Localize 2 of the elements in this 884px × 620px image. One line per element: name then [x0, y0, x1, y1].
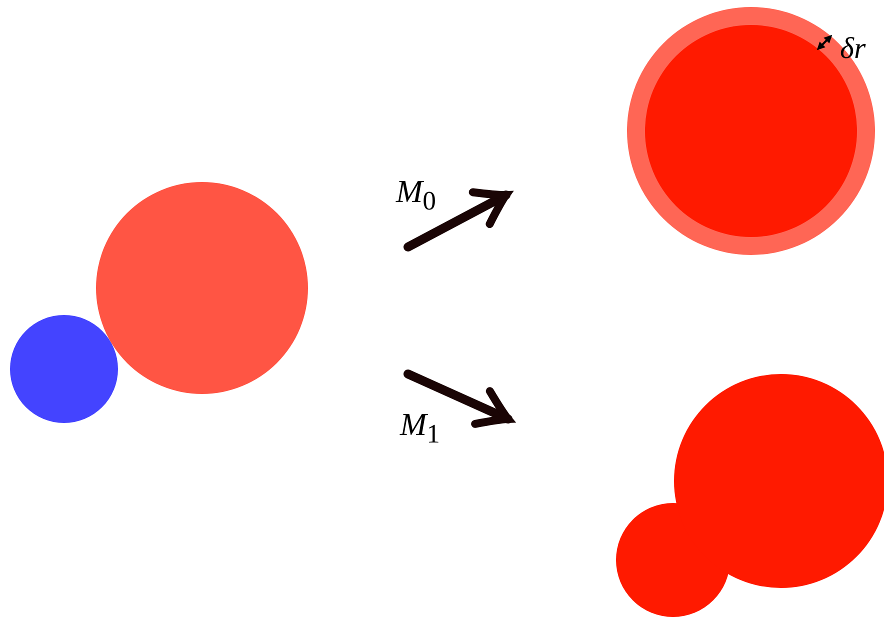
- dimension-label: δr: [840, 34, 866, 64]
- arrow-label: M$_{0}$: [396, 175, 436, 214]
